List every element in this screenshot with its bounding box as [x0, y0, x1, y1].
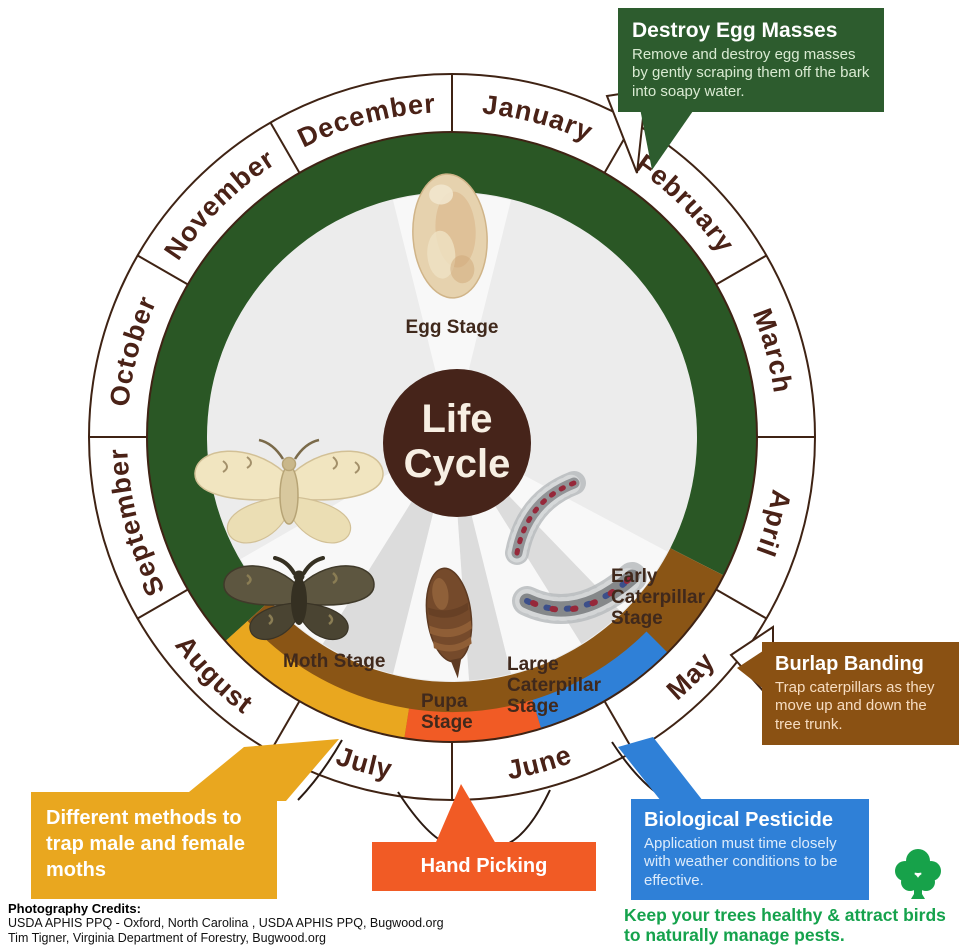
early-caterpillar-image	[505, 471, 586, 565]
hand-picking-callout: Hand Picking	[372, 842, 596, 891]
pupa-image	[425, 567, 473, 679]
credits-line-2: Tim Tigner, Virginia Department of Fores…	[8, 931, 326, 945]
male-moth-image	[223, 556, 375, 641]
destroy-egg-masses-title: Destroy Egg Masses	[632, 19, 838, 42]
healthy-trees-message: Keep your trees healthy & attract birds …	[624, 905, 946, 945]
center-title-line1: Life	[421, 397, 492, 441]
egg-stage-label: Egg Stage	[405, 317, 499, 338]
biological-pesticide-arc-blue	[532, 631, 668, 729]
egg-mass-image	[412, 173, 488, 299]
trap-moths-title: Different methods to trap male and femal…	[46, 807, 245, 881]
burlap-banding-title: Burlap Banding	[775, 653, 924, 675]
burlap-banding-body: Trap caterpillars as they move up and do…	[775, 679, 935, 733]
tree-icon	[895, 849, 941, 899]
trap-moths-tail	[178, 739, 339, 801]
center-title-line2: Cycle	[404, 442, 511, 486]
destroy-egg-masses-body: Remove and destroy egg masses by gently …	[632, 46, 870, 100]
credits-line-1: USDA APHIS PPQ - Oxford, North Carolina …	[8, 916, 444, 930]
hand-picking-tail	[430, 784, 503, 856]
credits-title: Photography Credits:	[8, 901, 141, 916]
pupa-stage-label: Pupa Stage	[421, 691, 473, 733]
period-band	[147, 132, 758, 743]
trap-moths-pointer-line	[297, 739, 343, 801]
biological-pesticide-callout: Biological Pesticide Application must ti…	[631, 799, 869, 900]
female-moth-image	[194, 438, 384, 544]
large-caterpillar-image	[512, 562, 647, 624]
trap-moths-arc-yellow	[225, 621, 409, 739]
hand-picking-title: Hand Picking	[420, 855, 548, 877]
photography-credits: Photography Credits: USDA APHIS PPQ - Ox…	[8, 901, 444, 946]
large-caterpillar-stage-label: Large Caterpillar Stage	[507, 654, 601, 717]
biological-pesticide-title: Biological Pesticide	[644, 809, 833, 831]
early-caterpillar-stage-label: Early Caterpillar Stage	[611, 566, 705, 629]
biological-pesticide-body: Application must time closely with weath…	[644, 835, 838, 889]
burlap-banding-callout: Burlap Banding Trap caterpillars as they…	[762, 642, 959, 745]
center-circle	[383, 369, 531, 517]
egg-period-arc-green	[147, 132, 758, 642]
trap-moths-callout: Different methods to trap male and femal…	[31, 792, 277, 899]
moth-stage-label: Moth Stage	[283, 651, 386, 672]
destroy-eggs-tail	[638, 98, 702, 170]
biological-tail	[618, 737, 703, 801]
destroy-egg-masses-callout: Destroy Egg Masses Remove and destroy eg…	[618, 8, 884, 113]
hand-picking-arc-orange	[404, 700, 542, 742]
